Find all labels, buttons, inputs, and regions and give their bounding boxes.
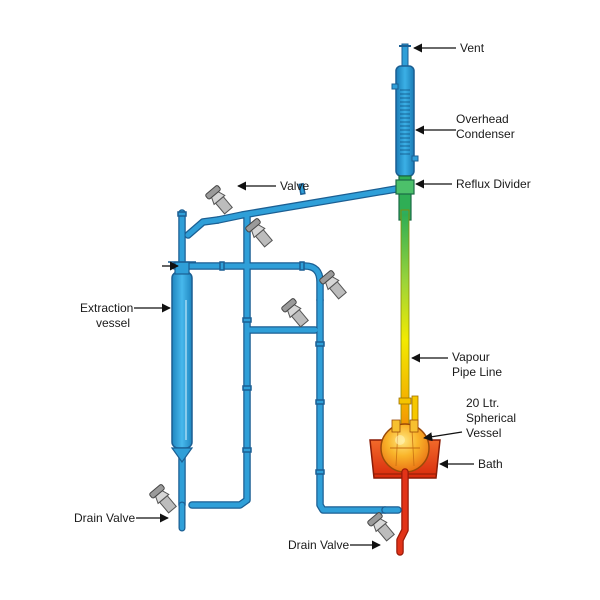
arrow-spherical xyxy=(423,431,463,442)
valve-middle-upper[interactable] xyxy=(245,218,275,249)
vapour-pipe-line xyxy=(395,175,419,443)
label-extraction-2: vessel xyxy=(96,316,130,330)
label-bath: Bath xyxy=(478,457,503,471)
callout-arrows xyxy=(134,43,474,550)
drain-pipe-red xyxy=(381,468,409,556)
label-drain-bottom: Drain Valve xyxy=(288,538,349,552)
label-spherical-1: 20 Ltr. xyxy=(466,396,499,410)
valve-middle-lower[interactable] xyxy=(281,298,311,329)
label-condenser-2: Condenser xyxy=(456,127,515,141)
valve-drain-left[interactable] xyxy=(149,484,179,515)
label-drain-left: Drain Valve xyxy=(74,511,135,525)
label-reflux: Reflux Divider xyxy=(456,177,531,191)
label-vent: Vent xyxy=(460,41,485,55)
pipe-network xyxy=(171,182,406,514)
label-valve: Valve xyxy=(280,179,309,193)
labels: Vent Overhead Condenser Valve Reflux Div… xyxy=(74,41,531,552)
label-extraction-1: Extraction xyxy=(80,301,133,315)
label-vapour-1: Vapour xyxy=(452,350,490,364)
label-vapour-2: Pipe Line xyxy=(452,365,502,379)
spherical-vessel xyxy=(380,419,430,473)
valve-top[interactable] xyxy=(205,185,235,216)
overhead-condenser xyxy=(391,43,419,177)
valve-right-upper[interactable] xyxy=(319,270,349,301)
valve-drain-bottom[interactable] xyxy=(367,512,397,543)
label-condenser-1: Overhead xyxy=(456,112,509,126)
label-spherical-2: Spherical xyxy=(466,411,516,425)
extraction-vessel xyxy=(168,261,196,464)
label-spherical-3: Vessel xyxy=(466,426,501,440)
